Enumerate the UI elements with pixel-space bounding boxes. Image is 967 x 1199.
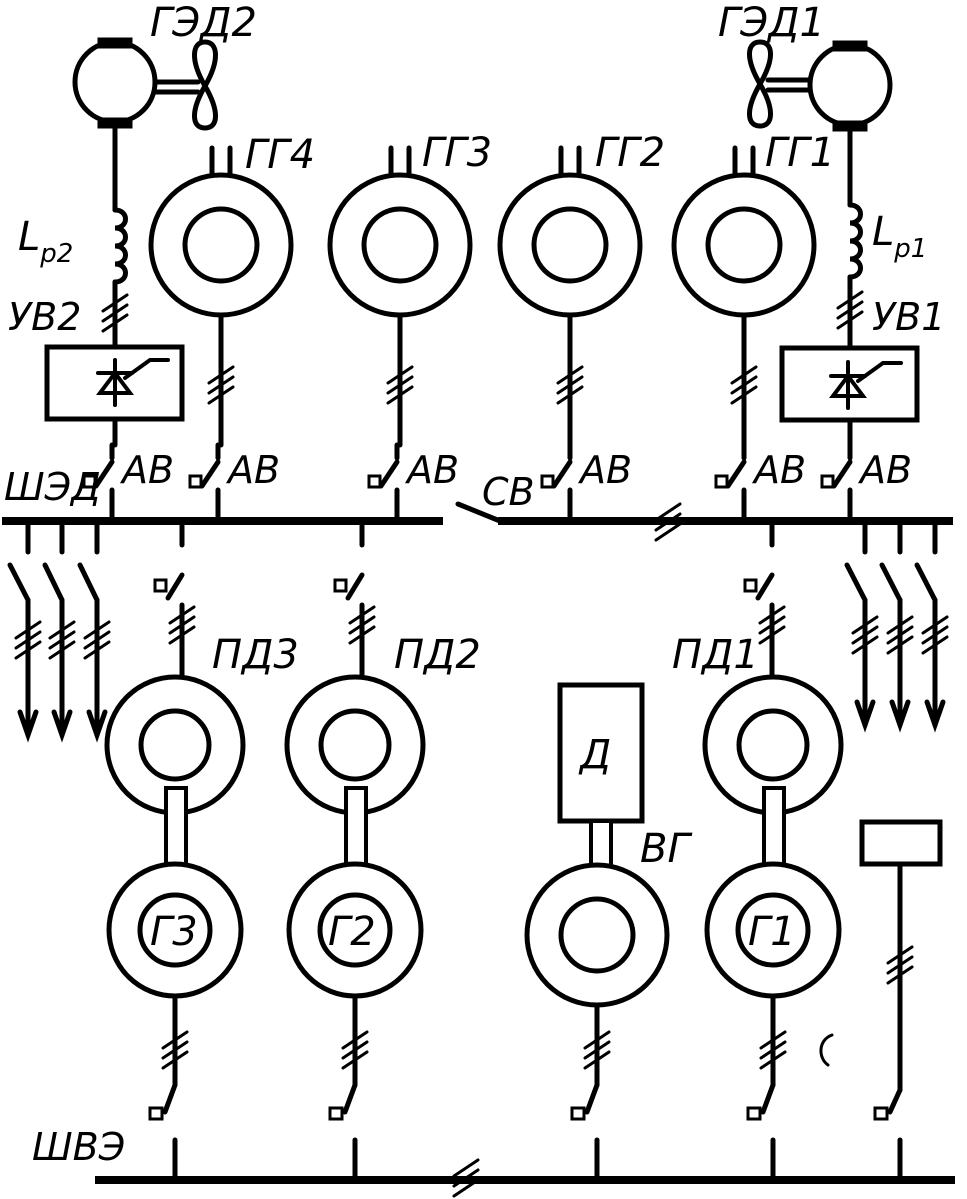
main-generator-gg3	[327, 145, 473, 448]
diesel-generator-vg	[524, 682, 670, 1183]
label-ged1: ГЭД1	[718, 0, 825, 46]
label-ged2: ГЭД2	[150, 0, 257, 46]
shore-connection-box	[859, 819, 943, 1183]
label-g1: Г1	[748, 909, 796, 955]
propulsion-motor-ged2	[72, 37, 218, 131]
breaker-av	[82, 442, 115, 524]
main-generator-gg4	[148, 145, 294, 448]
busbar-shve	[95, 1158, 955, 1198]
label-g3: Г3	[150, 909, 198, 955]
propeller-icon	[747, 39, 773, 129]
label-pd3: ПД3	[212, 632, 299, 678]
rectifier-uv2	[44, 344, 185, 422]
propulsion-motor-ged1	[747, 39, 893, 132]
label-av: АВ	[225, 448, 280, 492]
label-sv: СВ	[482, 470, 535, 514]
busbar-shed	[2, 502, 953, 542]
label-lp2: Lp2	[18, 214, 73, 269]
main-generator-gg1	[671, 145, 817, 448]
breaker-av	[188, 442, 221, 524]
label-av: АВ	[119, 448, 174, 492]
feeders-left	[7, 518, 111, 743]
label-av: АВ	[404, 448, 459, 492]
label-pd2: ПД2	[394, 632, 481, 678]
ged1-feed	[779, 128, 920, 448]
label-vg: ВГ	[640, 826, 692, 872]
label-av: АВ	[577, 448, 632, 492]
reactor-lp2-coil	[112, 207, 128, 285]
feeders-right	[844, 518, 949, 733]
breaker-av	[540, 442, 573, 524]
breaker-av	[367, 442, 400, 524]
label-gg3: ГГ3	[422, 130, 492, 176]
label-av: АВ	[857, 448, 912, 492]
label-shve: ШВЭ	[32, 1125, 125, 1169]
label-d: Д	[578, 732, 611, 778]
label-gg2: ГГ2	[595, 130, 665, 176]
stray-mark	[819, 1033, 834, 1067]
label-lp1: Lp1	[872, 209, 927, 264]
ged2-feed	[44, 125, 185, 448]
drive-unit-pd1-g1	[702, 518, 844, 1183]
label-shed: ШЭД	[4, 465, 101, 509]
drive-unit-pd3-g3	[104, 518, 246, 1183]
drive-unit-pd2-g2	[284, 518, 426, 1183]
rectifier-uv1	[779, 345, 920, 423]
breaker-av	[820, 442, 853, 524]
label-uv1: УВ1	[872, 295, 945, 339]
breaker-av	[714, 442, 747, 524]
section-breaker-sv	[455, 501, 503, 524]
label-g2: Г2	[328, 909, 376, 955]
label-av: АВ	[751, 448, 806, 492]
reactor-lp1-coil	[847, 202, 863, 280]
propeller-icon	[192, 39, 218, 131]
main-generator-gg2	[497, 145, 643, 448]
label-gg4: ГГ4	[245, 132, 315, 178]
label-pd1: ПД1	[672, 632, 759, 678]
label-gg1: ГГ1	[765, 130, 835, 176]
label-uv2: УВ2	[8, 295, 81, 339]
